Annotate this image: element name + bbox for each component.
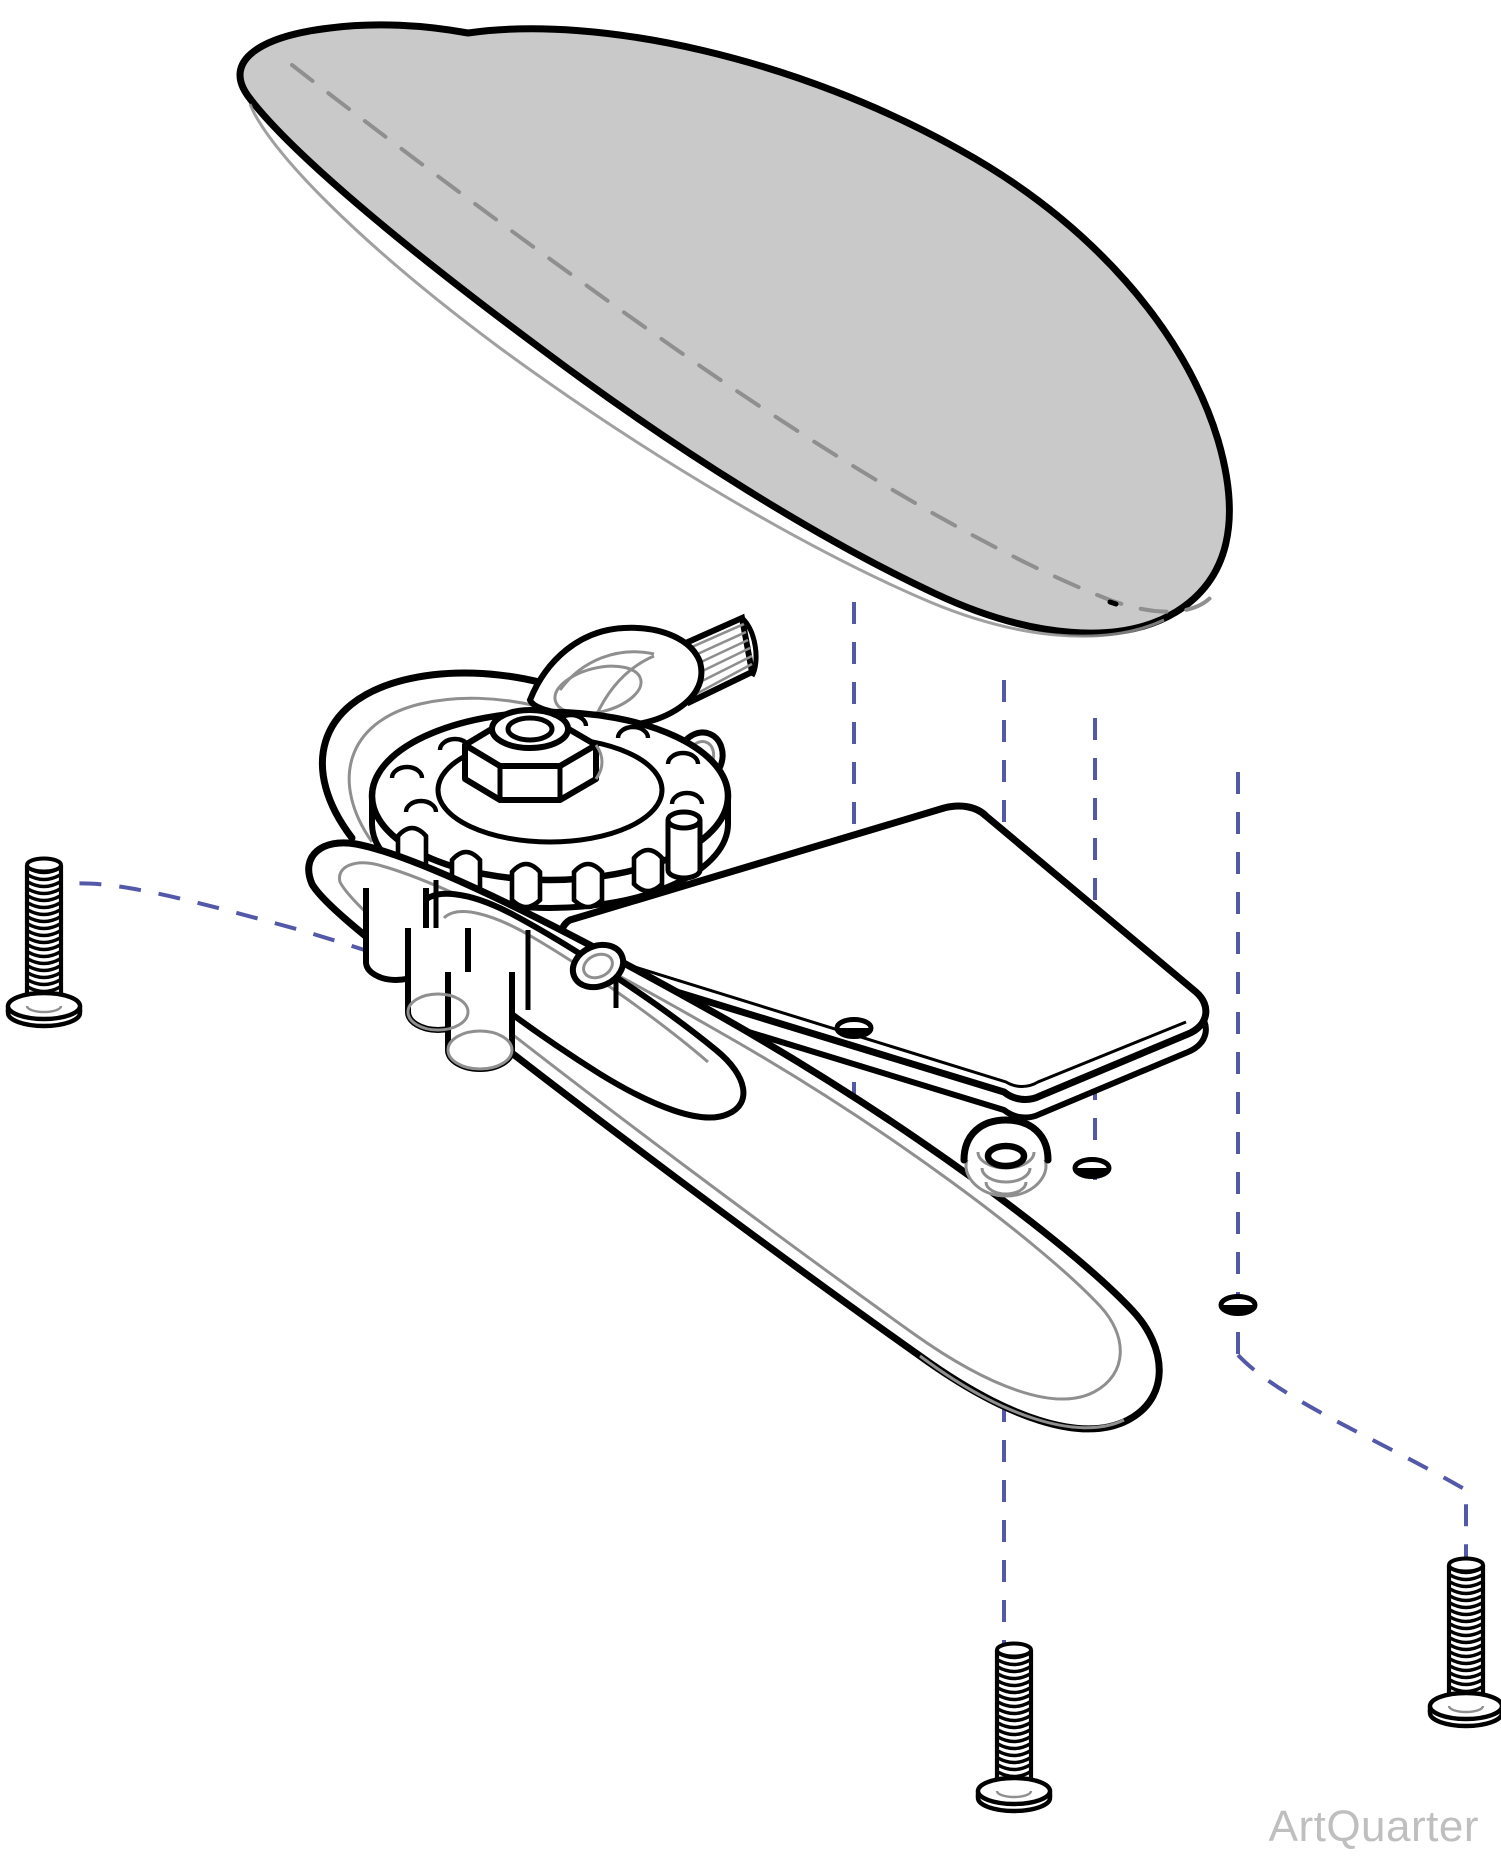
armrest-pad-edge-highlight bbox=[248, 103, 1165, 638]
plate-hole-1 bbox=[834, 1017, 874, 1039]
grommet-bore bbox=[984, 1142, 1028, 1170]
armrest-pad-body bbox=[236, 21, 1233, 637]
base-arm-tail-highlight bbox=[919, 1354, 1125, 1430]
watermark-text: ArtQuarter bbox=[1268, 1802, 1479, 1851]
plate-hole-3 bbox=[1072, 1157, 1112, 1179]
hex-nut-bore-inner bbox=[505, 715, 555, 743]
grommet bbox=[960, 1116, 1052, 1198]
screw-left bbox=[8, 859, 80, 1027]
armrest-pad-seam-line bbox=[290, 63, 1214, 614]
hex-nut bbox=[462, 707, 604, 803]
base-arm-bumpers bbox=[363, 888, 515, 1072]
armrest-pad-edge-tick bbox=[1107, 599, 1119, 607]
ratchet-post bbox=[665, 820, 703, 881]
mounting-plate bbox=[557, 802, 1258, 1316]
base-arm-recess-highlight bbox=[442, 910, 709, 1064]
base-arm bbox=[305, 839, 1163, 1433]
assembly-line-right-screw bbox=[1236, 1353, 1468, 1608]
mounting-plate-bevel bbox=[579, 948, 1187, 1088]
armrest-pad bbox=[236, 21, 1233, 638]
screw-bottom bbox=[978, 1644, 1050, 1812]
plate-hole-4 bbox=[1218, 1294, 1258, 1316]
screw-right bbox=[1430, 1559, 1501, 1727]
base-arm-bushing bbox=[569, 941, 627, 991]
